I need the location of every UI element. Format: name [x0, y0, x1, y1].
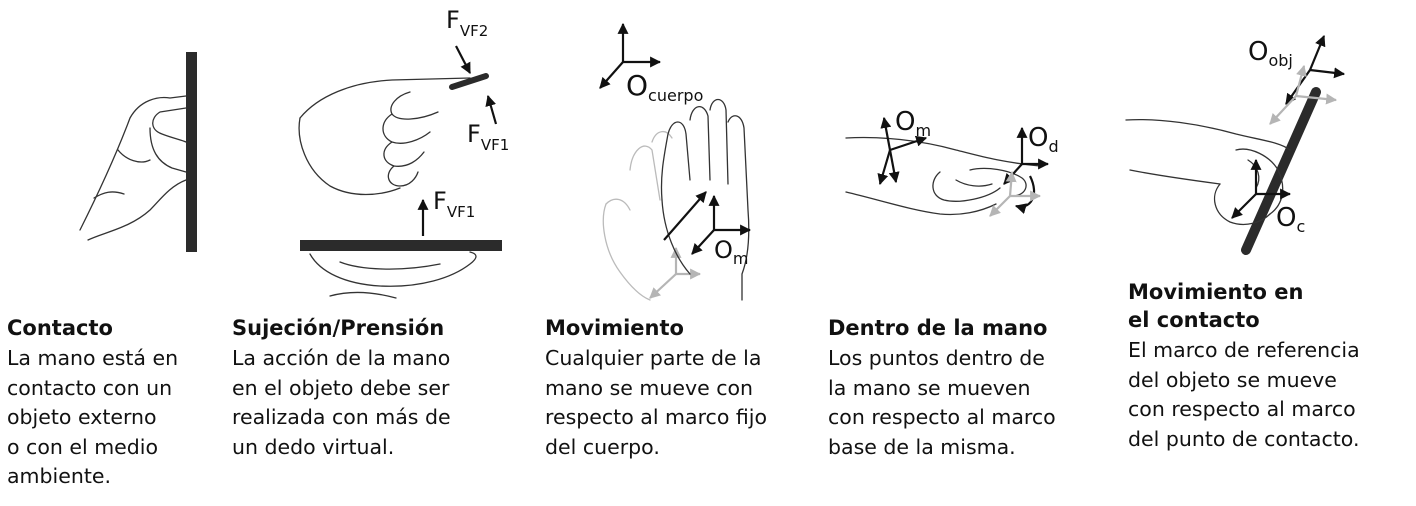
hand-frame-axes [691, 194, 752, 255]
panel-dentro-illustration: Om Od [845, 107, 1059, 217]
body-frame-axes [599, 22, 662, 89]
panel-contacto-mov-illustration: Oobj Oc [1125, 34, 1346, 255]
label-o-m-movimiento: Om [714, 236, 748, 268]
caption-title: Contacto [7, 316, 113, 340]
label-o-c: Oc [1276, 203, 1305, 236]
pen-object [449, 73, 489, 90]
pinch-hand-icon [298, 77, 471, 196]
force-vf2-arrow [455, 45, 471, 74]
caption-description: La acción de la mano en el objeto debe s… [232, 346, 451, 459]
caption-description: La mano está en contacto con un objeto e… [7, 346, 179, 488]
hand-touching-icon [79, 95, 187, 241]
caption-movimiento: Movimiento Cualquier parte de la mano se… [545, 312, 820, 462]
label-o-cuerpo: Ocuerpo [626, 69, 703, 105]
table-bar [300, 240, 502, 251]
panel-contacto-illustration [79, 52, 197, 252]
caption-title: Movimiento en el contacto [1128, 280, 1304, 332]
pointing-hand-icon [845, 136, 1041, 216]
ghost-hand-icon [602, 131, 673, 301]
object-ghost-axes [1269, 64, 1338, 125]
label-o-d: Od [1028, 123, 1059, 156]
rod-object [1241, 87, 1321, 255]
caption-title: Movimiento [545, 316, 684, 340]
caption-contacto: Contacto La mano está en contacto con un… [7, 312, 282, 492]
hand-motion-arrow [663, 191, 707, 241]
force-vf1-arrow [485, 94, 498, 125]
gripping-hand-icon [1125, 118, 1291, 226]
caption-description: Los puntos dentro de la mano se mueven c… [828, 346, 1056, 459]
label-f-vf1: FVF1 [467, 120, 509, 154]
contact-frame-axes [1231, 158, 1292, 219]
ghost-frame-axes [649, 246, 702, 299]
label-o-obj: Oobj [1248, 37, 1293, 70]
wall-bar [186, 52, 197, 252]
label-f-vf2: FVF2 [446, 6, 488, 40]
hand-base-frame-axes [877, 116, 928, 186]
caption-sujecion: Sujeción/Prensión La acción de la mano e… [232, 312, 507, 462]
caption-title: Sujeción/Prensión [232, 316, 445, 340]
finger-ghost-axes [989, 170, 1042, 217]
supporting-hand-icon [309, 251, 477, 299]
panel-sujecion-illustration: FVF2 FVF1 FVF1 [298, 6, 509, 299]
label-o-m-dentro: Om [895, 107, 931, 140]
panel-movimiento-illustration: Ocuerpo Om [599, 22, 752, 301]
caption-dentro: Dentro de la mano Los puntos dentro de l… [828, 312, 1103, 462]
caption-description: El marco de referencia del objeto se mue… [1128, 338, 1360, 451]
label-f-vf1-lift: FVF1 [433, 187, 475, 221]
caption-description: Cualquier parte de la mano se mueve con … [545, 346, 768, 459]
raised-hand-icon [660, 98, 750, 301]
caption-title: Dentro de la mano [828, 316, 1048, 340]
caption-movimiento-contacto: Movimiento en el contacto El marco de re… [1128, 278, 1413, 454]
